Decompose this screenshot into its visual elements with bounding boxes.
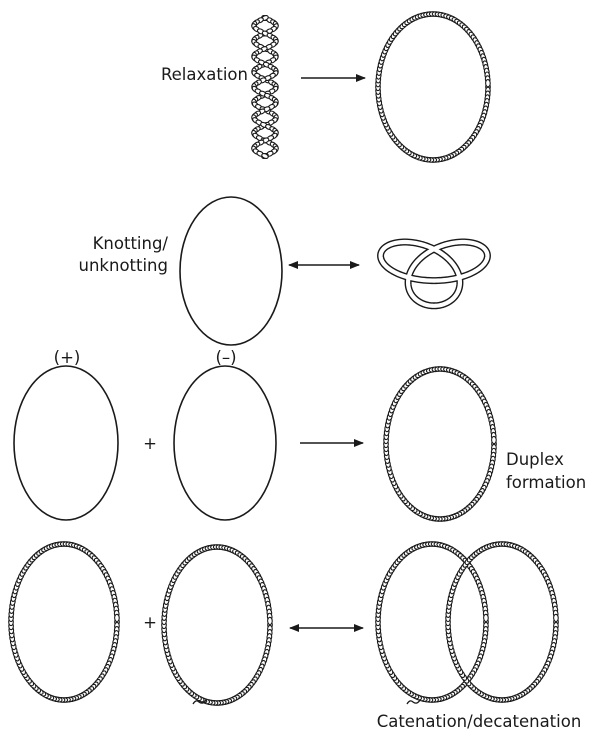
knotting-label-line1: Knotting/ <box>92 234 168 253</box>
catenane-nick-mark <box>406 699 421 705</box>
trefoil-knot <box>377 238 491 310</box>
supercoiled-dna <box>251 15 279 159</box>
catenane-ring-left <box>375 541 489 703</box>
unknotted-circle <box>179 196 283 346</box>
duplex-label-line1: Duplex <box>506 450 564 469</box>
relaxation-label: Relaxation <box>160 65 248 84</box>
positive-strand-label: (+) <box>53 348 81 367</box>
plus-sign-row3: + <box>143 434 157 453</box>
nicked-duplex-ring <box>161 544 273 706</box>
negative-strand-circle <box>173 365 277 521</box>
plus-sign-row4: + <box>143 613 157 632</box>
negative-strand-label: (–) <box>215 348 237 367</box>
knotting-label-line2: unknotting <box>78 256 168 275</box>
duplex-circle <box>383 366 497 522</box>
positive-strand-circle <box>13 365 119 521</box>
duplex-ring-left <box>8 541 120 703</box>
relaxed-circular-dna <box>375 11 491 163</box>
duplex-label-line2: formation <box>506 473 587 492</box>
catenane-ring-right <box>445 541 559 703</box>
diagram-shapes <box>8 11 559 706</box>
catenation-label: Catenation/decatenation <box>376 712 582 731</box>
nick-mark <box>192 699 207 705</box>
